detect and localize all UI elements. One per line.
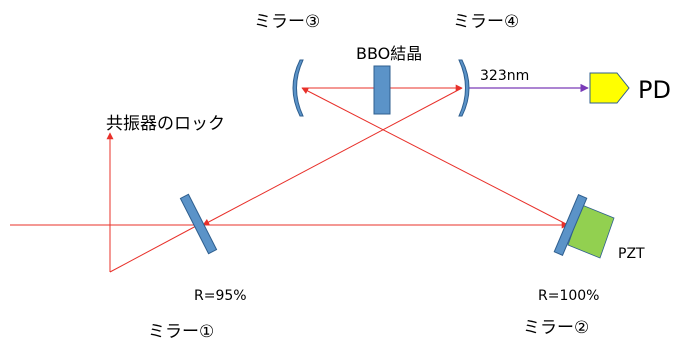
reflected-beam <box>109 224 199 273</box>
bbo-crystal <box>373 65 391 115</box>
wavelength-label: 323nm <box>480 68 529 84</box>
crystal-label: BBO結晶 <box>356 44 422 63</box>
mirror2-shape <box>553 194 588 256</box>
mirror2-reflectivity: R=100% <box>538 288 599 304</box>
mirror1-label: ミラー① <box>148 322 214 342</box>
mirror1-reflectivity: R=95% <box>194 288 247 304</box>
pzt-label: PZT <box>618 246 645 262</box>
beam-m2-to-m3 <box>301 87 569 226</box>
mirror4-shape <box>458 59 470 117</box>
mirror3-shape <box>292 59 304 117</box>
beam-m4-to-m1 <box>202 87 463 226</box>
mirror3-label: ミラー③ <box>254 12 320 32</box>
mirror4-label: ミラー④ <box>453 12 519 32</box>
detector-label: PD <box>638 76 671 104</box>
photodetector-icon <box>589 72 630 104</box>
mirror1-shape <box>179 193 218 255</box>
mirror2-label: ミラー② <box>523 318 589 338</box>
beam-paths <box>10 84 569 273</box>
lock-label: 共振器のロック <box>106 114 225 134</box>
